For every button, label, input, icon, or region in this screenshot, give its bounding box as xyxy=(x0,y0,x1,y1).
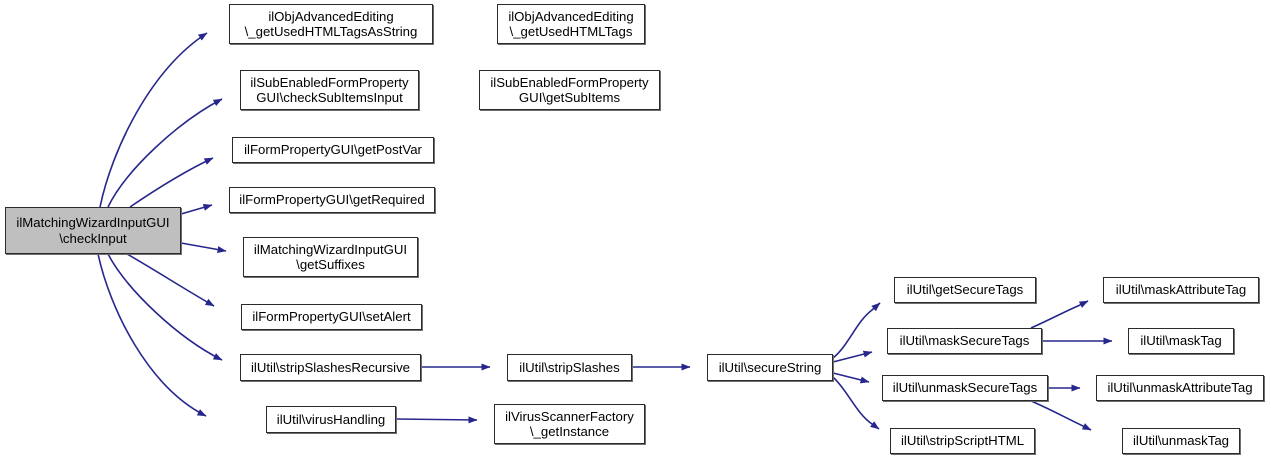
graph-node-getPostVar[interactable]: ilFormPropertyGUI\getPostVar xyxy=(232,137,434,163)
graph-node-label: ilUtil\maskSecureTags xyxy=(899,333,1030,349)
graph-node-getUsedHTMLTags[interactable]: ilObjAdvancedEditing \_getUsedHTMLTags xyxy=(497,4,645,44)
graph-node-stripSlashes[interactable]: ilUtil\stripSlashes xyxy=(507,354,632,381)
edge-secureString-to-unmaskSecureTags xyxy=(832,372,870,384)
graph-node-label: ilFormPropertyGUI\setAlert xyxy=(252,309,411,325)
graph-node-virusHandling[interactable]: ilUtil\virusHandling xyxy=(266,406,396,433)
graph-node-checkSubItemsInput[interactable]: ilSubEnabledFormProperty GUI\checkSubIte… xyxy=(240,70,419,110)
edge-secureString-to-maskSecureTags xyxy=(832,350,873,363)
graph-node-label: ilUtil\getSecureTags xyxy=(906,282,1024,298)
graph-node-root[interactable]: ilMatchingWizardInputGUI \checkInput xyxy=(5,207,181,254)
graph-node-label: ilSubEnabledFormProperty GUI\getSubItems xyxy=(490,74,649,106)
graph-node-label: ilMatchingWizardInputGUI \getSuffixes xyxy=(253,241,408,273)
graph-node-label: ilUtil\maskTag xyxy=(1140,333,1222,349)
graph-node-getSuffixes[interactable]: ilMatchingWizardInputGUI \getSuffixes xyxy=(243,237,418,277)
graph-node-getSubItems[interactable]: ilSubEnabledFormProperty GUI\getSubItems xyxy=(479,70,660,110)
graph-node-label: ilObjAdvancedEditing \_getUsedHTMLTags xyxy=(508,8,634,40)
graph-node-virusScannerFactory[interactable]: ilVirusScannerFactory \_getInstance xyxy=(494,404,645,444)
graph-node-label: ilUtil\secureString xyxy=(718,359,822,375)
graph-node-label: ilUtil\unmaskTag xyxy=(1132,433,1229,449)
graph-node-label: ilFormPropertyGUI\getPostVar xyxy=(244,142,422,158)
edge-root-to-checkSubItemsInput xyxy=(107,98,223,208)
edge-secureString-to-getSecureTags xyxy=(832,302,881,359)
graph-node-getUsedHTMLTagsAsStr[interactable]: ilObjAdvancedEditing \_getUsedHTMLTagsAs… xyxy=(229,4,433,44)
graph-node-label: ilFormPropertyGUI\getRequired xyxy=(239,192,425,208)
edge-unmaskSecureTags-to-unmaskTag xyxy=(1030,400,1092,431)
graph-node-label: ilSubEnabledFormProperty GUI\checkSubIte… xyxy=(250,74,409,106)
graph-node-maskTag[interactable]: ilUtil\maskTag xyxy=(1128,328,1234,354)
graph-node-stripScriptHTML[interactable]: ilUtil\stripScriptHTML xyxy=(890,428,1035,454)
edge-root-to-getUsedHTMLTagsAsStr xyxy=(99,32,208,208)
edge-secureString-to-stripScriptHTML xyxy=(832,376,880,430)
graph-node-label: ilVirusScannerFactory \_getInstance xyxy=(505,408,634,440)
graph-node-label: ilObjAdvancedEditing \_getUsedHTMLTagsAs… xyxy=(244,8,418,40)
graph-node-stripSlashesRecursive[interactable]: ilUtil\stripSlashesRecursive xyxy=(240,354,421,381)
edge-root-to-getSuffixes xyxy=(180,242,227,253)
graph-node-label: ilMatchingWizardInputGUI \checkInput xyxy=(16,215,170,246)
edge-maskSecureTags-to-maskAttributeTag xyxy=(1030,300,1089,329)
graph-node-label: ilUtil\virusHandling xyxy=(276,411,386,427)
graph-node-getRequired[interactable]: ilFormPropertyGUI\getRequired xyxy=(229,187,435,213)
graph-node-label: ilUtil\maskAttributeTag xyxy=(1115,282,1247,298)
graph-node-maskAttributeTag[interactable]: ilUtil\maskAttributeTag xyxy=(1103,277,1259,303)
graph-node-unmaskSecureTags[interactable]: ilUtil\unmaskSecureTags xyxy=(882,375,1048,401)
graph-node-label: ilUtil\stripSlashes xyxy=(519,359,620,375)
edge-root-to-virusHandling xyxy=(97,253,207,417)
graph-node-secureString[interactable]: ilUtil\secureString xyxy=(707,354,833,381)
graph-node-maskSecureTags[interactable]: ilUtil\maskSecureTags xyxy=(887,328,1042,354)
edge-root-to-setAlert xyxy=(126,253,215,307)
graph-node-label: ilUtil\stripSlashesRecursive xyxy=(250,359,411,375)
edge-root-to-stripSlashesRecursive xyxy=(107,253,223,361)
edge-root-to-getRequired xyxy=(180,204,213,215)
edge-root-to-getPostVar xyxy=(129,157,214,208)
graph-node-label: ilUtil\unmaskAttributeTag xyxy=(1107,380,1253,396)
graph-node-setAlert[interactable]: ilFormPropertyGUI\setAlert xyxy=(241,304,422,330)
graph-node-unmaskAttributeTag[interactable]: ilUtil\unmaskAttributeTag xyxy=(1096,375,1264,401)
graph-node-label: ilUtil\stripScriptHTML xyxy=(900,433,1025,449)
graph-node-getSecureTags[interactable]: ilUtil\getSecureTags xyxy=(894,277,1036,303)
edge-virusHandling-to-virusScannerFactory xyxy=(395,416,478,424)
graph-node-unmaskTag[interactable]: ilUtil\unmaskTag xyxy=(1122,428,1240,454)
graph-node-label: ilUtil\unmaskSecureTags xyxy=(892,380,1038,396)
